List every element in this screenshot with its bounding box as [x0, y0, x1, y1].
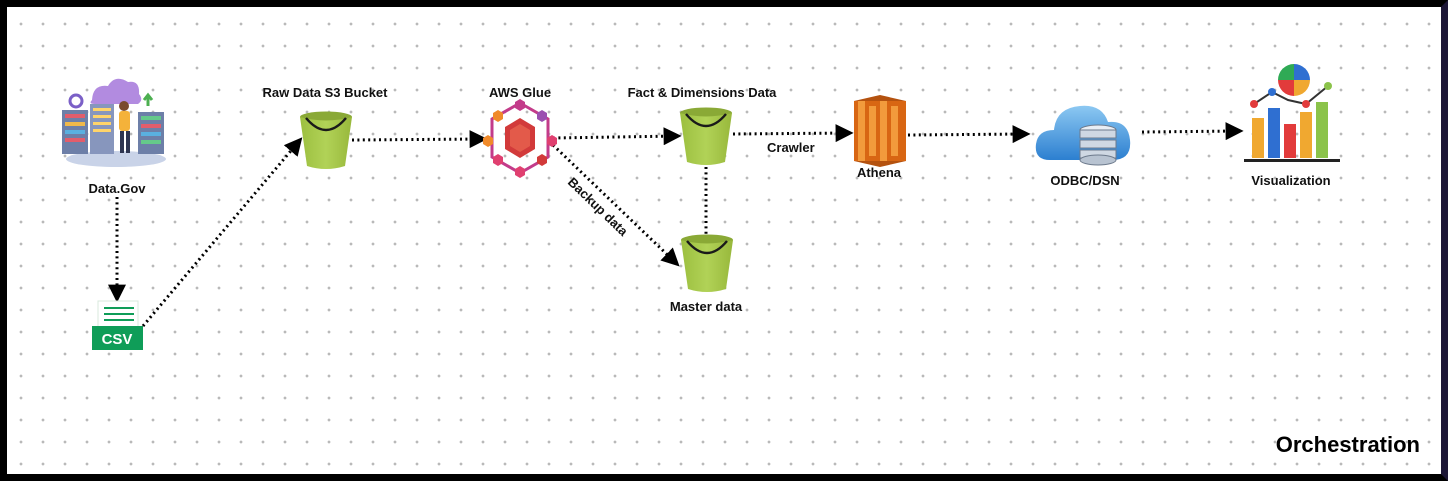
odbc-node: ODBC/DSN: [1035, 105, 1131, 188]
datagov-label: Data.Gov: [88, 181, 146, 196]
edge-fact-athena: [732, 124, 854, 143]
visualization-node: Visualization: [1244, 64, 1340, 188]
athena-icon: [854, 95, 906, 167]
fact-dims-node: Fact & Dimensions Data: [628, 85, 778, 166]
backup-data-label: Backup data: [565, 174, 632, 239]
visualization-label: Visualization: [1251, 173, 1330, 188]
athena-label: Athena: [857, 165, 902, 180]
csv-node: CSV: [92, 300, 143, 350]
athena-node: Athena: [854, 95, 906, 180]
csv-label: CSV: [102, 331, 133, 348]
edge-athena-odbc: [907, 125, 1031, 144]
master-bucket-icon: [679, 233, 735, 293]
edge-glue-fact: [552, 127, 682, 146]
csv-file-icon: [92, 300, 143, 350]
crawler-label: Crawler: [767, 140, 815, 155]
master-node: Master data: [670, 233, 743, 314]
orchestration-title: Orchestration: [1276, 432, 1420, 457]
aws-glue-icon: [483, 99, 557, 178]
master-label: Master data: [670, 299, 743, 314]
s3-bucket-icon: [298, 110, 354, 170]
chart-dashboard-icon: [1244, 64, 1340, 162]
fact-bucket-icon: [678, 106, 734, 166]
datacenter-icon: [62, 78, 166, 167]
glue-label: AWS Glue: [489, 85, 551, 100]
raw-bucket-label: Raw Data S3 Bucket: [263, 85, 389, 100]
odbc-label: ODBC/DSN: [1050, 173, 1119, 188]
edge-glue-master: [551, 143, 680, 267]
edge-csv-rawbucket: [141, 137, 303, 327]
datagov-node: Data.Gov: [62, 78, 166, 196]
raw-bucket-node: Raw Data S3 Bucket: [263, 85, 389, 170]
glue-node: AWS Glue: [483, 85, 557, 178]
fact-dims-label: Fact & Dimensions Data: [628, 85, 778, 100]
cloud-database-icon: [1035, 105, 1131, 166]
edge-odbc-viz: [1141, 122, 1244, 141]
edge-rawbucket-glue: [351, 130, 488, 149]
